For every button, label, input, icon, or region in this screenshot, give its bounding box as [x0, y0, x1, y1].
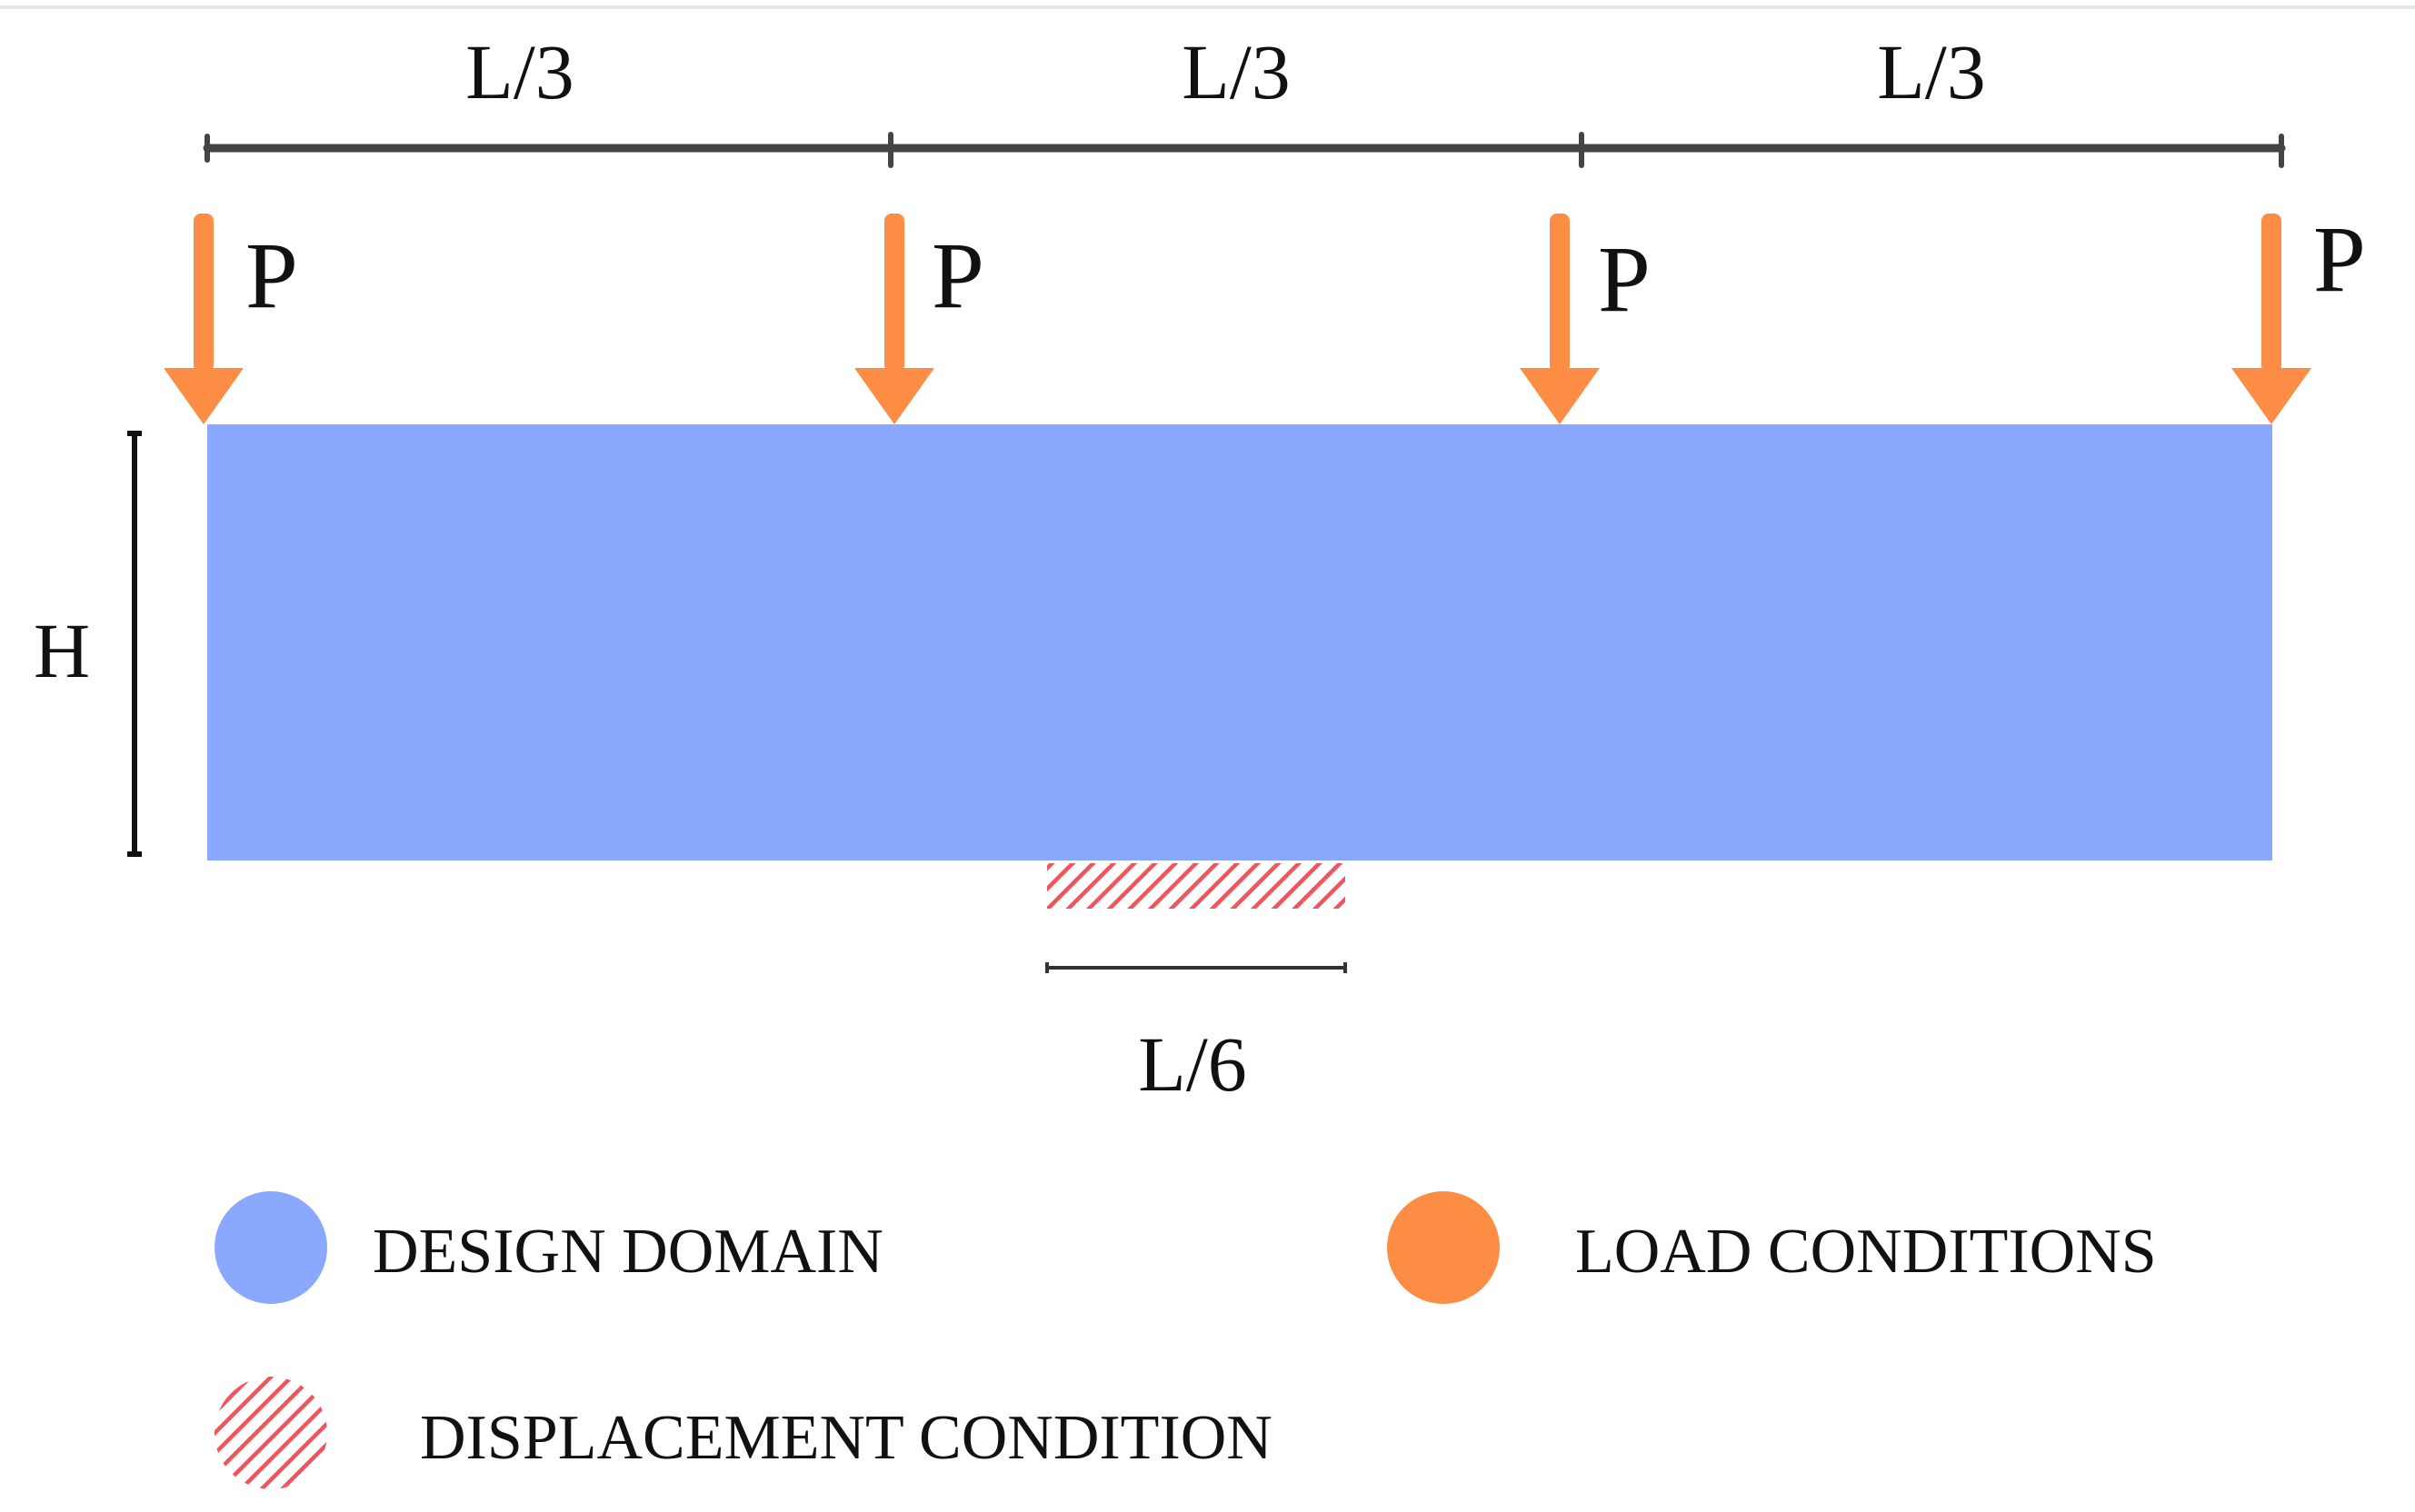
design-domain	[207, 424, 2272, 860]
load-label-4: P	[2313, 207, 2366, 312]
legend-design-domain-label: DESIGN DOMAIN	[373, 1217, 883, 1287]
legend-displacement-swatch	[215, 1377, 327, 1489]
legend-displacement-label: DISPLACEMENT CONDITION	[420, 1403, 1272, 1473]
dim-label-right-third: L/3	[1877, 28, 1985, 115]
support-width-dimension-line	[1045, 962, 1347, 973]
dim-label-left-third: L/3	[465, 28, 574, 115]
load-label-3: P	[1598, 227, 1651, 332]
displacement-support	[1047, 863, 1345, 909]
load-arrow-1	[164, 214, 244, 424]
support-width-label: L/6	[1138, 1020, 1246, 1108]
load-label-2: P	[932, 224, 984, 328]
load-label-1: P	[245, 224, 298, 328]
dim-label-middle-third: L/3	[1182, 28, 1290, 115]
load-arrow-2	[854, 214, 934, 424]
height-dimension-line	[127, 431, 142, 857]
height-label: H	[34, 607, 90, 694]
legend-load-conditions-label: LOAD CONDITIONS	[1575, 1217, 2157, 1287]
legend-load-conditions-swatch	[1387, 1191, 1500, 1304]
top-dimension-line	[203, 132, 2286, 168]
legend-design-domain-swatch	[215, 1191, 327, 1304]
load-arrow-3	[1520, 214, 1600, 424]
load-arrow-4	[2231, 214, 2311, 424]
